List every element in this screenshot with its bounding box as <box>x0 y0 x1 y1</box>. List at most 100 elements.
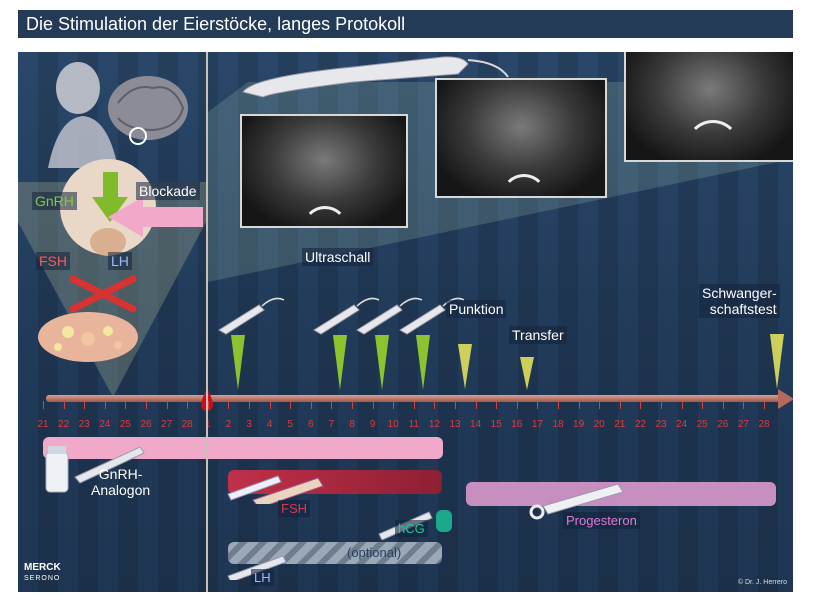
merck-serono-logo: MERCK SERONO <box>24 563 61 584</box>
punktion-label: Punktion <box>446 300 507 318</box>
hcg-label: hCG <box>395 520 428 537</box>
timeline-tick <box>290 401 292 409</box>
timeline-day-label: 2 <box>225 419 232 430</box>
punktion-cone <box>458 344 472 389</box>
schwangerschaftstest-line2: schaftstest <box>709 301 777 317</box>
transfer-label: Transfer <box>509 326 567 344</box>
timeline-tick <box>372 401 374 409</box>
timeline-day-label: 21 <box>37 419 49 430</box>
ultraschall-label: Ultraschall <box>302 248 374 266</box>
progesteron-bar <box>466 482 776 506</box>
timeline-tick <box>249 401 250 409</box>
timeline-day-label: 3 <box>246 419 252 430</box>
timeline-tick <box>558 401 559 409</box>
small-probes <box>218 297 464 335</box>
timeline-tick <box>269 401 271 409</box>
timeline-day-label: 21 <box>614 419 626 430</box>
diagram-panel: GnRH Blockade FSH LH Ultraschall <box>18 52 793 592</box>
timeline-tick <box>84 401 86 409</box>
progesteron-label: Progesteron <box>563 512 640 529</box>
ultrasound-cone-1 <box>231 335 245 390</box>
timeline-tick <box>681 401 683 409</box>
ultrasound-probe-icon <box>242 56 509 98</box>
timeline-tick <box>207 401 209 409</box>
cycle-divider <box>206 52 208 592</box>
timeline-day-label: 25 <box>696 419 708 430</box>
timeline-axis <box>46 395 781 402</box>
timeline-tick <box>743 401 745 409</box>
timeline-tick <box>455 401 456 409</box>
timeline-tick <box>352 401 353 409</box>
timeline-day-label: 12 <box>428 419 440 430</box>
timeline-tick <box>228 401 230 409</box>
timeline-arrowhead <box>778 389 793 409</box>
timeline-day-label: 28 <box>181 419 193 430</box>
timeline-tick <box>63 401 65 409</box>
timeline-tick <box>619 401 621 409</box>
timeline-day-label: 9 <box>369 419 376 430</box>
page-title: Die Stimulation der Eierstöcke, langes P… <box>26 14 406 34</box>
timeline-tick <box>331 401 333 409</box>
timeline-tick <box>599 401 601 409</box>
timeline-tick <box>125 401 127 409</box>
timeline-day-label: 22 <box>58 419 70 430</box>
logo-line1: MERCK <box>24 562 61 573</box>
lh-syringe-icon <box>227 555 287 580</box>
timeline-day-label: 26 <box>717 419 729 430</box>
timeline-tick <box>104 401 106 409</box>
timeline-tick <box>496 401 498 409</box>
schwangerschaftstest-label: Schwanger- schaftstest <box>699 284 780 318</box>
timeline-day-label: 11 <box>408 419 419 430</box>
timeline-day-label: 24 <box>676 419 688 430</box>
fsh-pen-icon <box>227 475 324 504</box>
progesteron-applicator-icon <box>529 483 624 520</box>
timeline-day-label: 26 <box>140 419 152 430</box>
timeline-day-label: 10 <box>387 419 399 430</box>
timeline-tick <box>413 401 415 409</box>
copyright: © Dr. J. Herrero <box>737 579 787 586</box>
timeline-day-label: 18 <box>552 419 564 430</box>
test-cone <box>770 334 784 389</box>
timeline-tick <box>640 401 642 409</box>
timeline-day-label: 13 <box>449 419 461 430</box>
lh-bar-label: LH <box>251 569 274 586</box>
timeline-tick <box>166 401 168 409</box>
ultrasound-image-2 <box>435 78 607 198</box>
timeline-day-label: 25 <box>119 419 131 430</box>
timeline-tick <box>434 401 436 409</box>
timeline-day-label: 19 <box>573 419 585 430</box>
gnrh-label: GnRH <box>32 192 77 210</box>
timeline-day-label: 20 <box>593 419 605 430</box>
fsh-label-left: FSH <box>36 252 70 270</box>
timeline-day-label: 22 <box>634 419 646 430</box>
timeline-day-label: 27 <box>737 419 749 430</box>
pituitary-illustration <box>60 159 156 256</box>
timeline-day-label: 23 <box>78 419 90 430</box>
schwangerschaftstest-line1: Schwanger- <box>702 285 777 301</box>
woman-brain-illustration <box>48 62 188 168</box>
timeline-tick <box>310 401 312 409</box>
timeline-tick <box>702 401 704 409</box>
timeline-tick <box>578 401 580 409</box>
ovary-illustration <box>38 312 138 362</box>
timeline-tick <box>661 401 662 409</box>
timeline-day-label: 15 <box>490 419 502 430</box>
fsh-bar-label: FSH <box>278 500 310 517</box>
blockade-arrow <box>108 197 203 237</box>
timeline-day-label: 17 <box>531 419 543 430</box>
timeline-tick <box>722 401 724 409</box>
timeline-day-label: 14 <box>470 419 482 430</box>
gnrh-analogon-label: GnRH- Analogon <box>88 465 153 499</box>
ultrasound-cone-2 <box>333 335 347 390</box>
timeline-tick <box>43 401 44 409</box>
optional-label: (optional) <box>347 545 402 560</box>
ultrasound-cone-3 <box>375 335 389 390</box>
timeline-tick <box>146 401 147 409</box>
gnrh-vial-syringe-icon <box>45 446 145 493</box>
timeline-tick <box>764 401 765 409</box>
gnrh-analogon-line2: Analogon <box>91 482 151 498</box>
timeline-day-label: 23 <box>655 419 667 430</box>
timeline-tick <box>537 401 539 409</box>
ultrasound-cone-4 <box>416 335 430 390</box>
ultrasound-image-3 <box>624 52 793 162</box>
